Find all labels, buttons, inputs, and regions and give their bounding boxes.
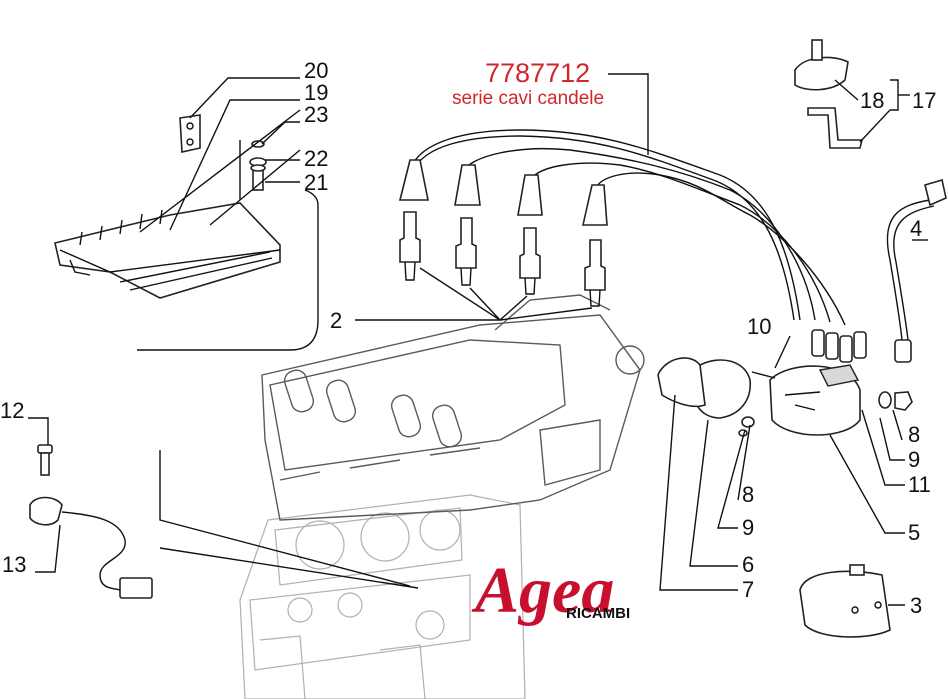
cylinder-head-icon bbox=[261, 294, 645, 521]
heat-shield-icon bbox=[54, 202, 281, 299]
ignition-wire-icon bbox=[409, 129, 846, 326]
wire-clip-icon bbox=[794, 39, 864, 149]
logo-sub: RICAMBI bbox=[566, 605, 630, 622]
callout-4: 4 bbox=[910, 216, 922, 241]
part-description: serie cavi candele bbox=[452, 88, 604, 109]
spark-plug-boot-icon bbox=[398, 159, 608, 226]
callout-13: 13 bbox=[2, 552, 26, 577]
callout-23: 23 bbox=[304, 102, 328, 127]
callout-7: 7 bbox=[742, 577, 754, 602]
distributor-icon bbox=[657, 357, 913, 437]
callout-10: 10 bbox=[747, 314, 771, 339]
engine-block-icon bbox=[239, 494, 526, 699]
spark-plug-icon bbox=[399, 211, 606, 307]
callout-6: 6 bbox=[742, 552, 754, 577]
logo-word: Agea bbox=[471, 554, 614, 627]
part-number: 7787712 bbox=[485, 58, 590, 88]
callout-17: 17 bbox=[912, 88, 936, 113]
callout-20: 20 bbox=[304, 58, 328, 83]
callout-8-right: 8 bbox=[908, 422, 920, 447]
bolt-icon bbox=[249, 140, 267, 191]
callout-8-left: 8 bbox=[742, 482, 754, 507]
callout-3: 3 bbox=[910, 593, 922, 618]
callout-9-right: 9 bbox=[908, 447, 920, 472]
callout-19: 19 bbox=[304, 80, 328, 105]
coil-lead-icon bbox=[886, 178, 947, 363]
callout-22: 22 bbox=[304, 146, 328, 171]
wire-terminal-icon bbox=[811, 329, 867, 363]
callout-21: 21 bbox=[304, 170, 328, 195]
agea-logo: Agea RICAMBI bbox=[471, 554, 630, 627]
callout-12: 12 bbox=[0, 398, 24, 423]
callout-2: 2 bbox=[330, 308, 342, 333]
callout-18: 18 bbox=[860, 88, 884, 113]
sensor-icon bbox=[799, 564, 891, 638]
knock-sensor-icon bbox=[29, 444, 153, 599]
callout-11: 11 bbox=[908, 472, 931, 497]
callout-9-left: 9 bbox=[742, 515, 754, 540]
bracket-icon bbox=[179, 114, 201, 153]
callout-5: 5 bbox=[908, 520, 920, 545]
